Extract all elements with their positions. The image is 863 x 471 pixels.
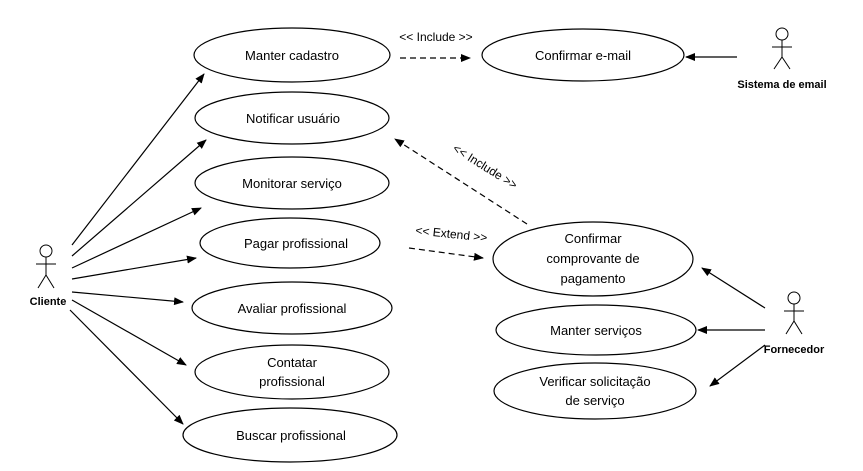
- uc-manter-cadastro: [193, 27, 391, 83]
- actor-sistema-email-label: Sistema de email: [737, 79, 826, 91]
- uc-pagar-profissional: [199, 217, 381, 269]
- uc-verificar-solicitacao-line1: Verificar solicitação: [539, 374, 650, 389]
- uc-confirmar-comprovante-line3: pagamento: [560, 271, 625, 286]
- uc-confirmar-email-label: Confirmar e-mail: [535, 48, 631, 63]
- uc-buscar-profissional: [182, 407, 398, 463]
- uc-manter-servicos-label: Manter serviços: [550, 323, 642, 338]
- assoc-cliente-avaliar-profissional: [71, 291, 184, 306]
- assoc-fornecedor-verificar-solicitacao: [709, 344, 766, 387]
- assoc-cliente-buscar-profissional: [69, 309, 184, 425]
- assoc-fornecedor-confirmar-comprovante: [701, 267, 766, 309]
- uc-notificar-usuario: [194, 91, 390, 145]
- extend-label-pagar: << Extend >>: [415, 223, 488, 244]
- assoc-cliente-pagar-profissional: [71, 255, 197, 280]
- uc-monitorar-servico-label: Monitorar serviço: [242, 176, 342, 191]
- actor-fornecedor: [784, 291, 804, 335]
- uc-manter-cadastro-label: Manter cadastro: [245, 48, 339, 63]
- assoc-cliente-manter-cadastro: [71, 73, 205, 246]
- actor-sistema-email: [772, 27, 792, 70]
- include-confirmar-comprovante-notificar-usuario: [394, 138, 528, 225]
- uc-contatar-profissional-line2: profissional: [259, 374, 325, 389]
- uc-contatar-profissional: [194, 344, 390, 400]
- assoc-cliente-notificar-usuario: [71, 139, 207, 257]
- uc-verificar-solicitacao-line2: de serviço: [565, 393, 624, 408]
- uc-confirmar-comprovante: [492, 221, 694, 297]
- uc-confirmar-comprovante-line1: Confirmar: [564, 231, 622, 246]
- actor-cliente: [36, 244, 56, 289]
- uc-manter-servicos: [495, 304, 697, 356]
- uc-avaliar-profissional-label: Avaliar profissional: [238, 301, 347, 316]
- actor-fornecedor-label: Fornecedor: [764, 344, 825, 356]
- uc-buscar-profissional-label: Buscar profissional: [236, 428, 346, 443]
- uc-notificar-usuario-label: Notificar usuário: [246, 111, 340, 126]
- include-label-email: << Include >>: [399, 30, 472, 44]
- include-label-notificar: << Include >>: [450, 141, 520, 192]
- uc-verificar-solicitacao: [493, 362, 697, 420]
- assoc-cliente-contatar-profissional: [71, 299, 187, 366]
- actor-cliente-label: Cliente: [30, 296, 67, 308]
- uc-confirmar-email: [481, 28, 685, 82]
- extend-pagar-profissional-confirmar-comprovante: [408, 247, 484, 261]
- uc-avaliar-profissional: [191, 281, 393, 335]
- uc-confirmar-comprovante-line2: comprovante de: [546, 251, 639, 266]
- uc-pagar-profissional-label: Pagar profissional: [244, 236, 348, 251]
- assoc-cliente-monitorar-servico: [71, 207, 202, 269]
- uc-monitorar-servico: [194, 156, 390, 210]
- uc-contatar-profissional-line1: Contatar: [267, 355, 318, 370]
